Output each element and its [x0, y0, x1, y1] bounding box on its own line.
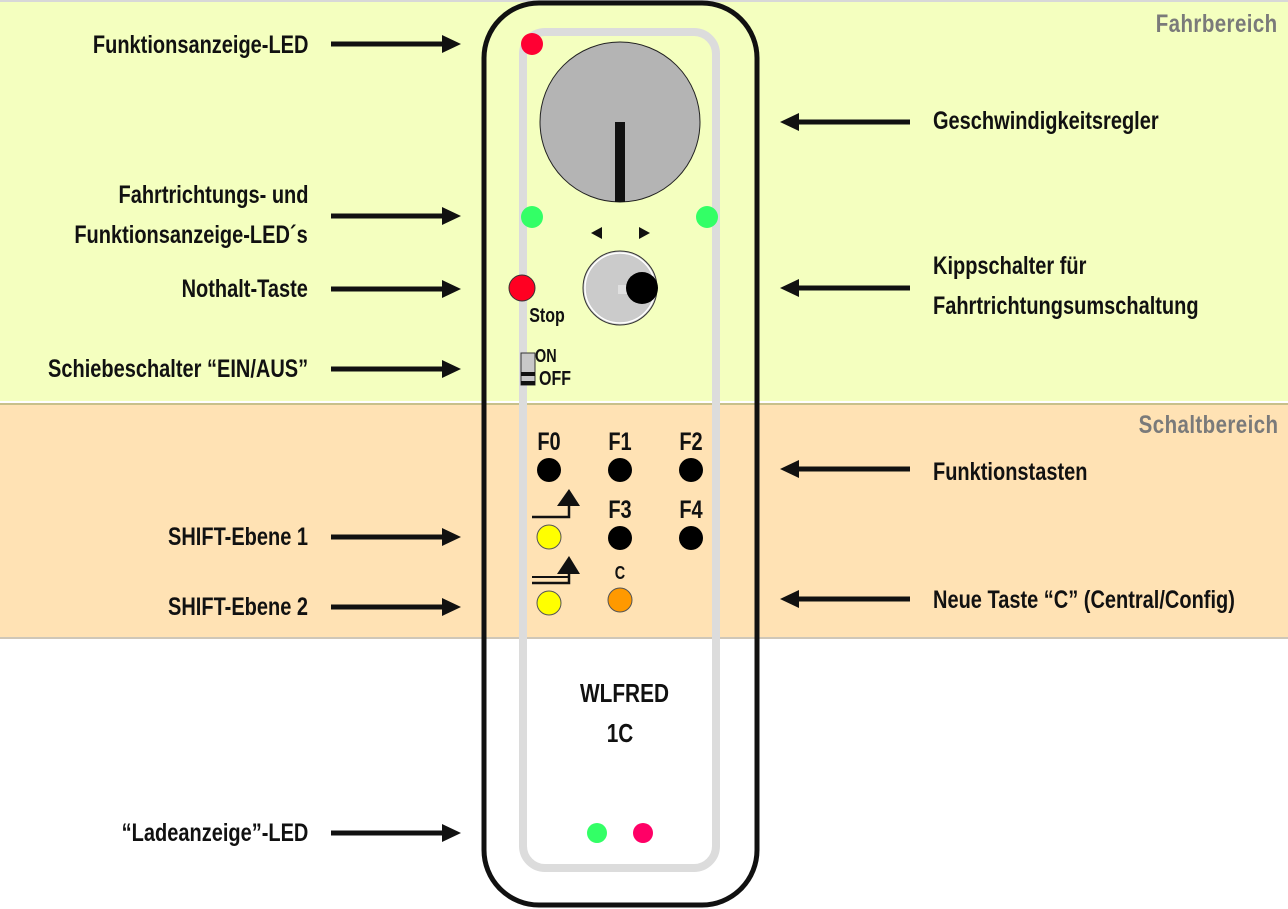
arrow-direction-toggle-head — [780, 279, 799, 297]
arrow-emergency-stop-head — [442, 280, 461, 298]
label-direction-toggle-line1: Kippschalter für — [933, 252, 1087, 280]
label-speed-knob: Geschwindigkeitsregler — [933, 107, 1159, 135]
switch-area-title: Schaltbereich — [1138, 411, 1278, 439]
arrow-speed-knob-head — [780, 113, 799, 131]
charge-led-red — [633, 823, 653, 843]
label-emergency-stop: Nothalt-Taste — [181, 275, 308, 303]
switch-off-label: OFF — [539, 368, 571, 390]
emergency-stop-button[interactable] — [508, 274, 536, 302]
direction-right-icon — [639, 227, 650, 239]
direction-led-left — [521, 206, 543, 228]
direction-led-right — [696, 206, 718, 228]
arrow-direction-leds-head — [442, 207, 461, 225]
right-arrows — [780, 113, 910, 608]
key-f2[interactable] — [679, 458, 703, 482]
arrow-function-led-head — [442, 35, 461, 53]
key-f0[interactable] — [537, 458, 561, 482]
label-direction-leds-line1: Fahrtrichtungs- und — [118, 181, 308, 209]
arrow-power-switch-head — [442, 360, 461, 378]
shift-1-button[interactable] — [536, 524, 562, 550]
label-c-key: Neue Taste “C” (Central/Config) — [933, 586, 1235, 614]
label-direction-leds-line2: Funktionsanzeige-LED´s — [74, 221, 308, 249]
direction-toggle-switch[interactable] — [582, 250, 658, 326]
arrow-charge-led-head — [442, 824, 461, 842]
label-power-switch: Schiebeschalter “EIN/AUS” — [47, 355, 308, 383]
device-inner-frame — [519, 28, 720, 872]
c-key-button[interactable] — [607, 587, 633, 613]
key-f4-label: F4 — [679, 496, 703, 524]
key-f3[interactable] — [608, 526, 632, 550]
left-arrows — [331, 35, 461, 842]
switch-area-band: Schaltbereich — [0, 403, 1288, 639]
shift-1-icon — [532, 489, 580, 519]
power-slide-switch[interactable] — [520, 352, 536, 386]
label-direction-toggle-line2: Fahrtrichtungsumschaltung — [933, 292, 1199, 320]
c-key-label: C — [614, 563, 626, 583]
device-outline — [481, 0, 760, 908]
label-function-led: Funktionsanzeige-LED — [92, 31, 308, 59]
drive-area-title: Fahrbereich — [1156, 10, 1278, 38]
label-charge-led: “Ladeanzeige”-LED — [121, 819, 308, 847]
switch-on-label: ON — [535, 346, 557, 366]
device-name-line1: WLFRED — [580, 678, 669, 708]
arrow-shift-1-head — [442, 528, 461, 546]
key-f0-label: F0 — [537, 428, 561, 456]
stop-label: Stop — [529, 305, 565, 327]
speed-knob[interactable] — [539, 41, 701, 203]
label-function-keys: Funktionstasten — [933, 458, 1088, 486]
arrow-shift-2-head — [442, 598, 461, 616]
key-f1[interactable] — [608, 458, 632, 482]
charge-led-green — [587, 823, 607, 843]
device-name-line2: 1C — [606, 718, 634, 748]
direction-left-icon — [591, 227, 602, 239]
function-led — [521, 33, 543, 55]
shift-2-button[interactable] — [536, 590, 562, 616]
direction-toggle-handle — [626, 272, 658, 304]
label-shift-1: SHIFT-Ebene 1 — [167, 523, 308, 551]
key-f4[interactable] — [679, 526, 703, 550]
arrow-c-key-head — [780, 590, 799, 608]
key-f1-label: F1 — [608, 428, 632, 456]
key-f3-label: F3 — [608, 496, 632, 524]
arrow-function-keys-head — [780, 460, 799, 478]
shift-2-icon — [532, 556, 580, 585]
label-shift-2: SHIFT-Ebene 2 — [167, 593, 308, 621]
key-f2-label: F2 — [679, 428, 703, 456]
speed-knob-pointer — [615, 122, 625, 202]
